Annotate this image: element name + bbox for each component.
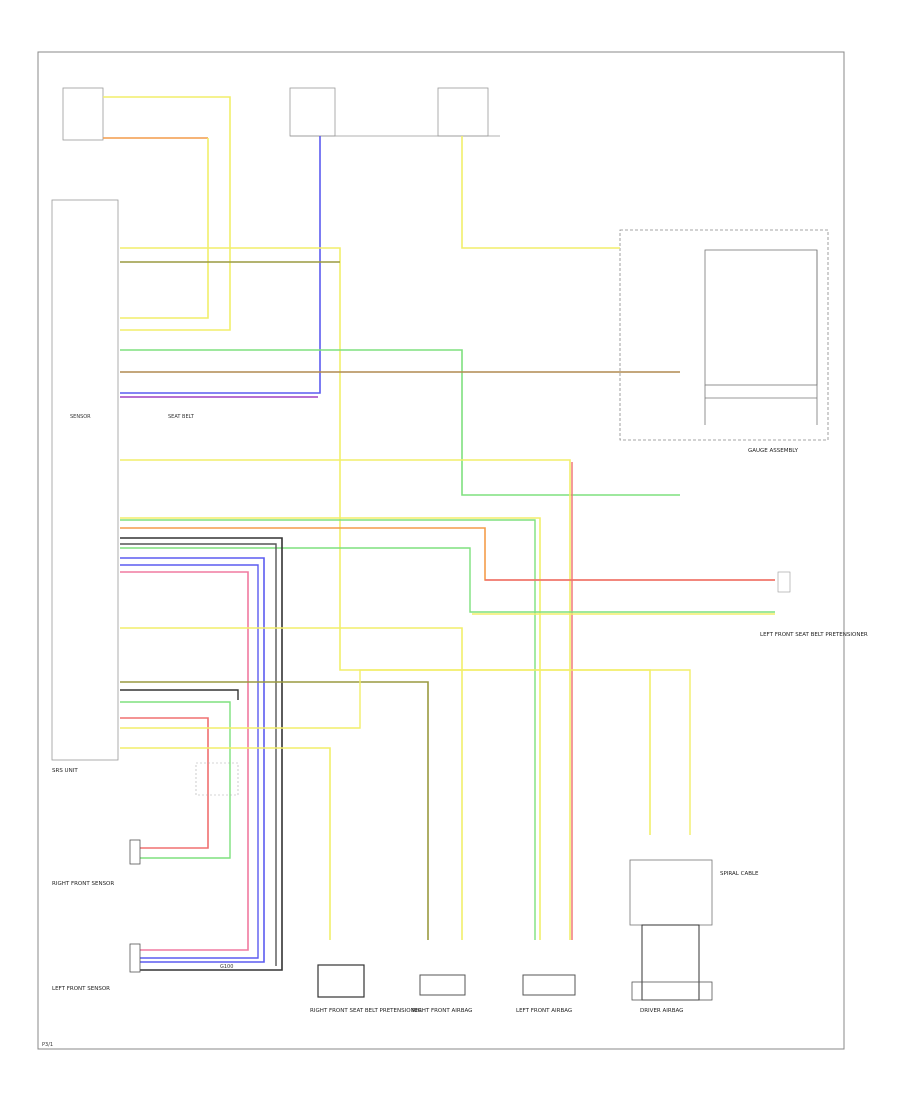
srs-unit-box — [51, 199, 119, 761]
diagram-frame — [37, 51, 845, 1050]
wire-green-3 — [120, 547, 775, 613]
right-front-seat-belt-pretensioner-box — [317, 964, 365, 998]
caption-right-front-sensor: RIGHT FRONT SENSOR — [52, 881, 114, 887]
wire-yellow-5 — [120, 517, 541, 940]
wire-yellow-3 — [120, 247, 651, 835]
wire-dark-1 — [120, 537, 283, 971]
wire-blue-2 — [120, 564, 259, 959]
wire-pink-2 — [120, 717, 209, 849]
wire-green-1 — [120, 349, 680, 496]
caption-driver-airbag: DRIVER AIRBAG — [640, 1008, 683, 1014]
caption-left-front-seat-belt-pretensioner: LEFT FRONT SEAT BELT PRETENSIONER — [760, 632, 868, 638]
page-code: P3/1 — [42, 1042, 53, 1048]
wire-green-2 — [120, 519, 536, 940]
wire-yellow-1 — [103, 96, 231, 331]
caption-gauge-assembly: GAUGE ASSEMBLY — [748, 448, 799, 454]
wire-yellow-8 — [120, 669, 691, 835]
sensor-box — [62, 87, 104, 141]
caption-spiral-cable: SPIRAL CABLE — [720, 871, 759, 877]
caption-right-front-seat-belt-pretensioner: RIGHT FRONT SEAT BELT PRETENSIONER — [310, 1008, 422, 1014]
wire-green-4 — [120, 701, 231, 859]
fuse-box-right — [437, 87, 489, 137]
wire-pink-1 — [120, 571, 249, 951]
driver-airbag-inner — [631, 981, 713, 1001]
wire-blue-fuse — [120, 136, 321, 394]
right-front-sensor-connector — [129, 839, 141, 865]
wire-dark-2 — [120, 543, 277, 966]
caption-left-front-sensor: LEFT FRONT SENSOR — [52, 986, 110, 992]
wire-yellow-fuse — [461, 136, 620, 249]
left-front-airbag-box — [522, 974, 576, 996]
wire-yellow-7 — [120, 627, 463, 940]
driver-airbag-box — [641, 924, 700, 1001]
seat-belt-switch — [777, 571, 791, 593]
wire-yellow-4 — [120, 459, 571, 940]
fuse-box-left — [289, 87, 336, 137]
sensor-inline-box — [195, 762, 239, 796]
gauge-assembly-box — [619, 229, 829, 441]
spiral-cable-box — [629, 859, 713, 926]
caption-right-front-airbag: RIGHT FRONT AIRBAG — [412, 1008, 472, 1014]
caption-left-front-airbag: LEFT FRONT AIRBAG — [516, 1008, 572, 1014]
wire-yellow-9 — [120, 747, 331, 940]
wire-blue-1 — [120, 557, 265, 963]
wire-dark-3 — [120, 689, 239, 700]
gauge-inner-box — [704, 249, 818, 386]
wire-olive-2 — [120, 681, 429, 940]
caption-srs-unit: SRS UNIT — [52, 768, 78, 774]
right-front-airbag-box — [419, 974, 466, 996]
sensor-label: SENSOR — [70, 414, 91, 420]
seat-belt-label: SEAT BELT — [168, 414, 195, 420]
left-front-sensor-connector — [129, 943, 141, 973]
ground-label: G100 — [220, 964, 233, 970]
wire-yellow-2 — [120, 138, 209, 319]
